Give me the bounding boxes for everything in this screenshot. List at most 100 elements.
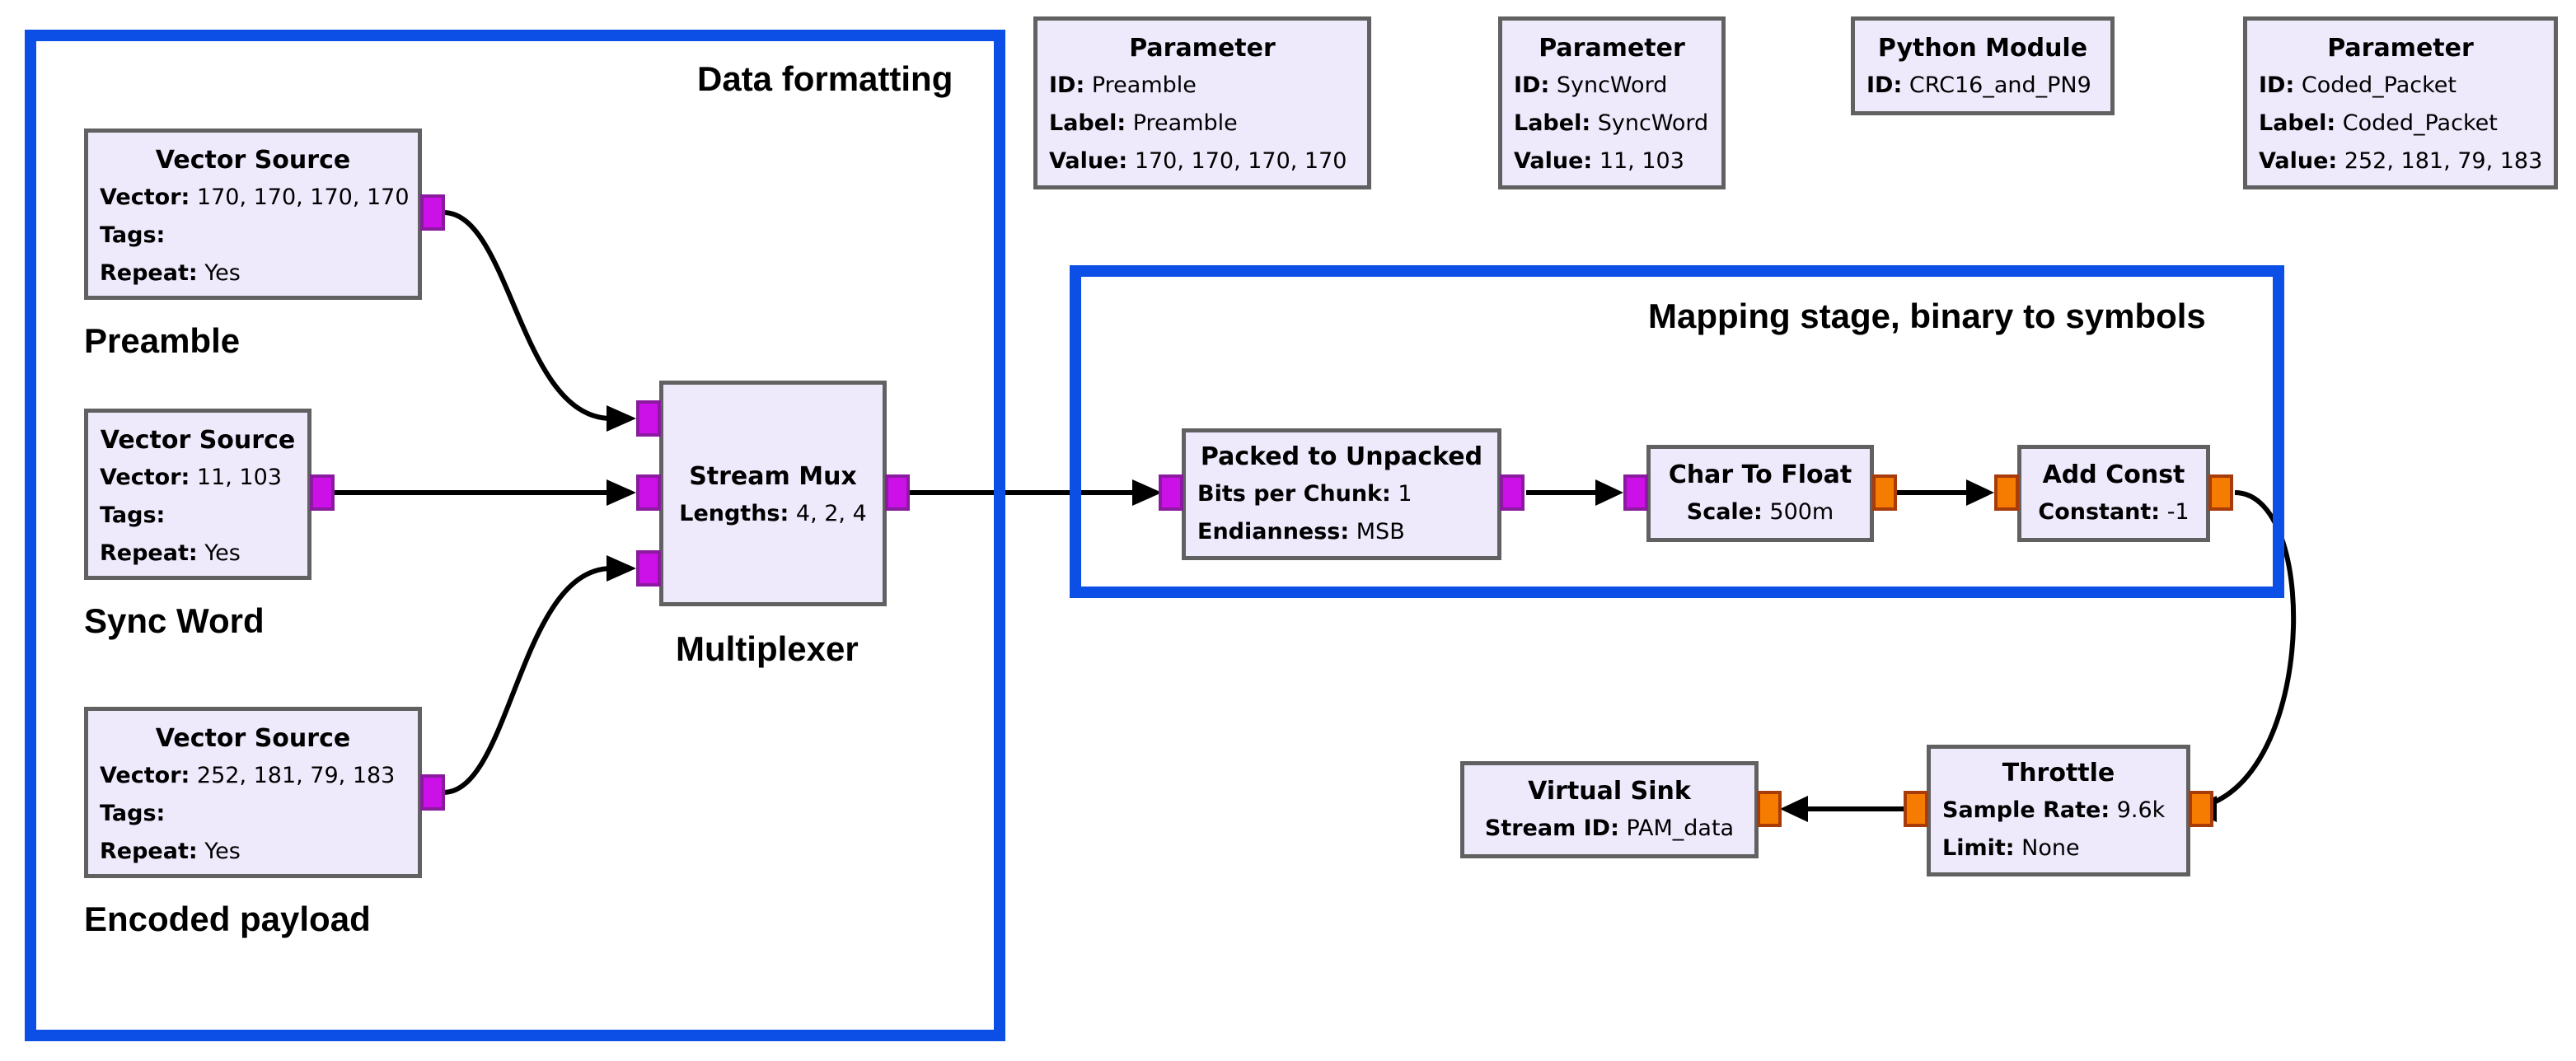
bits-per-chunk-key: Bits per Chunk: [1197,481,1391,507]
constant-key: Constant: [2038,499,2161,525]
repeat-key: Repeat: [100,540,198,566]
connection-payload-to-mux [443,566,612,795]
parameter-block-preamble[interactable]: Parameter ID: Preamble Label: Preamble V… [1033,16,1371,189]
addconst-input-port[interactable] [1994,474,2019,511]
output-port-payload[interactable] [420,774,445,811]
block-title: Vector Source [155,724,351,753]
frame-data-formatting-label: Data formatting [697,59,953,98]
limit-key: Limit: [1942,835,2015,861]
throttle-block[interactable]: Throttle Sample Rate: 9.6k Limit: None [1927,745,2190,876]
mux-output-port[interactable] [885,474,910,511]
lengths-value: 4, 2, 4 [795,501,867,526]
mux-input-port-1[interactable] [636,474,661,511]
char-input-port[interactable] [1623,474,1648,511]
module-id-value: CRC16_and_PN9 [1909,72,2091,98]
addconst-output-port[interactable] [2208,474,2233,511]
stream-id-key: Stream ID: [1484,816,1619,841]
block-title: Parameter [2327,34,2474,63]
char-to-float-block[interactable]: Char To Float Scale: 500m [1646,445,1874,542]
virtual-sink-block[interactable]: Virtual Sink Stream ID: PAM_data [1460,761,1759,858]
param-label-value: Coded_Packet [2342,110,2498,136]
arrowhead-char [1595,479,1623,506]
caption-multiplexer: Multiplexer [676,629,859,668]
add-const-block[interactable]: Add Const Constant: -1 [2017,445,2210,542]
scale-key: Scale: [1686,499,1763,525]
param-value-key: Value: [2259,148,2338,174]
param-label-value: Preamble [1132,110,1238,136]
param-value-key: Value: [1049,148,1128,174]
vector-source-syncword[interactable]: Vector Source Vector: 11, 103 Tags: Repe… [84,409,311,580]
mux-input-port-2[interactable] [636,550,661,587]
caption-encoded-payload: Encoded payload [84,900,371,938]
block-title: Python Module [1877,34,2088,63]
block-title: Vector Source [155,146,351,175]
vector-key: Vector: [100,465,190,490]
param-id-key: ID: [1049,72,1085,98]
stream-mux-block[interactable]: Stream Mux Lengths: 4, 2, 4 [659,381,887,606]
param-label-value: SyncWord [1597,110,1709,136]
param-label-key: Label: [1514,110,1591,136]
mux-input-port-0[interactable] [636,400,661,437]
block-title: Packed to Unpacked [1200,442,1483,471]
packed-to-unpacked-block[interactable]: Packed to Unpacked Bits per Chunk: 1 End… [1182,428,1501,560]
vector-value: 252, 181, 79, 183 [196,763,396,788]
vector-key: Vector: [100,185,190,210]
vector-value: 11, 103 [196,465,282,490]
vector-source-preamble[interactable]: Vector Source Vector: 170, 170, 170, 170… [84,129,422,300]
arrowhead-addconst [1966,479,1994,506]
tags-key: Tags: [100,222,166,248]
output-port-syncword[interactable] [310,474,335,511]
packed-output-port[interactable] [1500,474,1525,511]
block-title: Parameter [1539,34,1685,63]
vector-key: Vector: [100,763,190,788]
bits-per-chunk-value: 1 [1398,481,1412,507]
param-id-value: SyncWord [1556,72,1668,98]
caption-preamble: Preamble [84,321,241,360]
char-output-port[interactable] [1872,474,1897,511]
connection-addconst-to-throttle [2181,490,2297,811]
frame-data-formatting [25,30,1005,1041]
endianness-value: MSB [1356,519,1405,545]
vector-source-payload[interactable]: Vector Source Vector: 252, 181, 79, 183 … [84,707,422,878]
param-value: 11, 103 [1599,148,1684,174]
block-title: Virtual Sink [1528,777,1691,806]
parameter-block-coded-packet[interactable]: Parameter ID: Coded_Packet Label: Coded_… [2243,16,2558,189]
param-value-key: Value: [1514,148,1593,174]
repeat-value: Yes [204,260,241,286]
vector-value: 170, 170, 170, 170 [196,185,410,210]
repeat-key: Repeat: [100,839,198,864]
lengths-key: Lengths: [679,501,789,526]
sample-rate-key: Sample Rate: [1942,797,2110,823]
block-title: Parameter [1129,34,1276,63]
repeat-value: Yes [204,839,241,864]
param-label-key: Label: [1049,110,1126,136]
block-title: Add Const [2042,460,2185,489]
repeat-key: Repeat: [100,260,198,286]
block-title: Char To Float [1668,460,1852,489]
param-id-key: ID: [2259,72,2295,98]
virtual-sink-input-port[interactable] [1757,791,1782,827]
parameter-block-syncword[interactable]: Parameter ID: SyncWord Label: SyncWord V… [1498,16,1726,189]
param-id-key: ID: [1514,72,1550,98]
scale-value: 500m [1769,499,1834,525]
arrowhead-payload [607,555,636,582]
param-label-key: Label: [2259,110,2336,136]
constant-value: -1 [2166,499,2190,525]
stream-id-value: PAM_data [1626,816,1735,841]
frame-mapping-stage [1070,265,2284,598]
arrowhead-syncword [607,479,636,506]
packed-input-port[interactable] [1159,474,1183,511]
throttle-input-port[interactable] [2189,791,2213,827]
python-module-block[interactable]: Python Module ID: CRC16_and_PN9 [1851,16,2115,115]
output-port-preamble[interactable] [420,194,445,231]
throttle-output-port[interactable] [1904,791,1928,827]
tags-key: Tags: [100,502,166,528]
repeat-value: Yes [204,540,241,566]
connection-preamble-to-mux [443,210,612,421]
arrowhead-packed [1132,479,1162,506]
arrowhead-preamble [607,405,636,432]
caption-sync-word: Sync Word [84,601,265,640]
block-title: Vector Source [100,426,296,455]
